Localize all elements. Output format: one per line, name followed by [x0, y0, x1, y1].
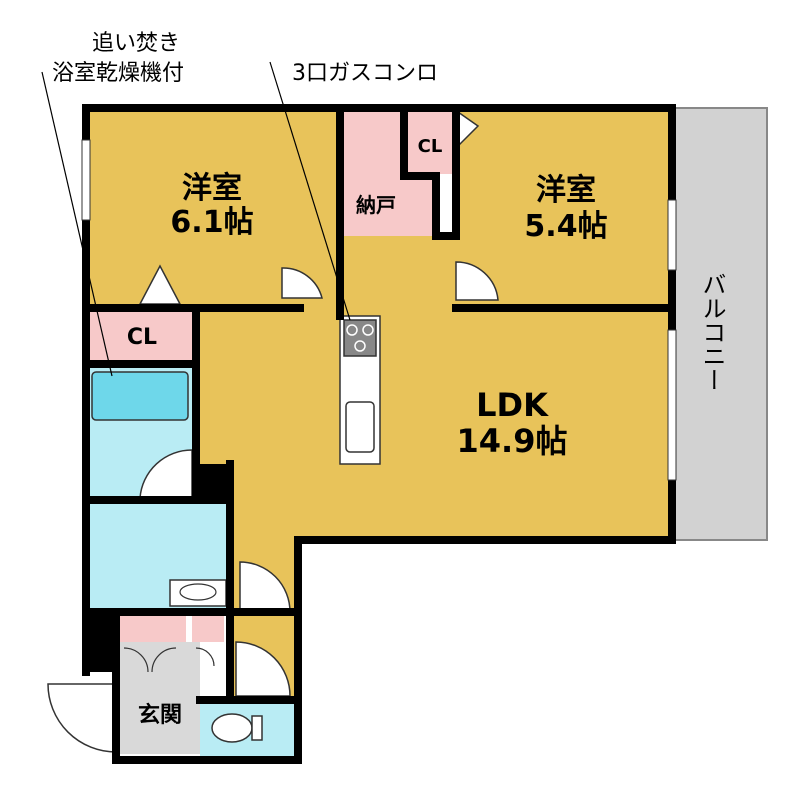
bath-note-line1: 追い焚き: [92, 31, 180, 56]
bathtub: [91, 371, 189, 421]
ldk-name: LDK: [476, 386, 549, 424]
hallway: [340, 236, 456, 316]
window-west: [81, 139, 91, 221]
wall-pillar-1: [82, 612, 120, 672]
door-arc-toilet: [235, 641, 291, 697]
door-arc-entrance: [47, 683, 117, 753]
shoe-closet-b: [192, 616, 224, 642]
western2-size: 5.4帖: [524, 209, 607, 244]
wall-pillar-2: [196, 464, 230, 500]
closet2-label: CL: [418, 136, 443, 157]
shoe-closet-a: [120, 616, 186, 642]
storage-label: 納戸: [356, 193, 396, 217]
burner-1: [346, 324, 358, 336]
entrance-area: [120, 642, 200, 754]
burner-3: [354, 340, 366, 352]
closet-1-area: [86, 312, 196, 362]
closet1-label: CL: [127, 325, 157, 350]
door-arc-wash: [239, 561, 291, 613]
shoe-closet-doors: [123, 647, 215, 673]
entrance-label: 玄関: [138, 702, 182, 728]
window-east-1: [667, 199, 677, 271]
door-arc-western2: [455, 261, 499, 301]
toilet-bowl: [211, 713, 253, 743]
bath-note-line2: 浴室乾燥機付: [52, 61, 184, 86]
stove-note: 3口ガスコンロ: [292, 61, 438, 86]
basin-bowl: [179, 583, 217, 601]
western-room-2: [456, 108, 672, 308]
door-arc-western1: [281, 267, 323, 299]
western2-name: 洋室: [536, 173, 596, 208]
toilet-tank: [251, 715, 263, 741]
balcony-area: [671, 107, 768, 541]
ldk-size: 14.9帖: [457, 422, 568, 460]
stove-note-leader: [269, 61, 351, 321]
bath-note-leader: [41, 71, 113, 377]
window-east-2: [667, 329, 677, 481]
kitchen-sink: [345, 401, 375, 453]
closet-2-area: [404, 112, 456, 174]
burner-2: [362, 324, 374, 336]
western1-size: 6.1帖: [170, 205, 253, 240]
balcony-label: バルコニー: [698, 272, 726, 392]
ldk-room: [200, 308, 672, 612]
western1-name: 洋室: [182, 171, 242, 206]
